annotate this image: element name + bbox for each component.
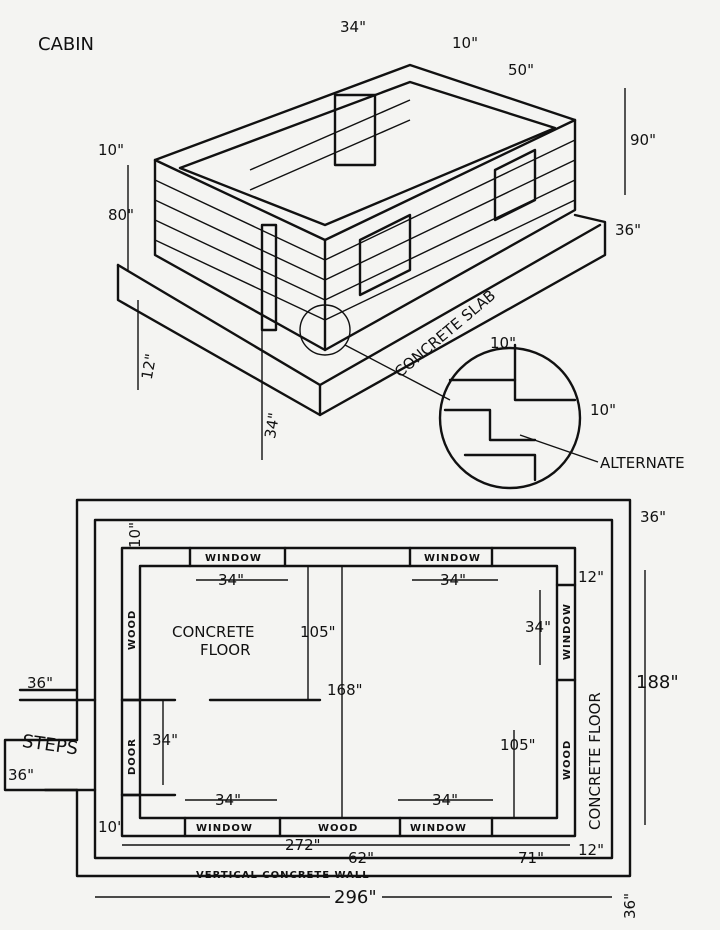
window-bottom-right: WINDOW [410, 823, 467, 834]
detail-callout: ALTERNATE [600, 454, 685, 472]
dim-slab-height: 12" [138, 352, 160, 381]
slab-label: CONCRETE SLAB [391, 286, 499, 381]
floor-label-line2: FLOOR [200, 641, 251, 659]
dim-slab-overhang: 36" [615, 221, 641, 239]
concrete-slab [116, 213, 607, 417]
dim-interior-depth: 168" [327, 681, 363, 699]
right-floor-label: CONCRETE FLOOR [586, 692, 604, 830]
window-top-right: WINDOW [424, 553, 481, 564]
dim-win-top-left: 34" [218, 571, 244, 589]
window-right: WINDOW [562, 603, 573, 660]
dim-win-right: 34" [525, 618, 551, 636]
dim-right-bottom: 12" [578, 841, 604, 859]
dim-right-log: 12" [578, 568, 604, 586]
log-courses [154, 99, 576, 321]
joint-detail-circle [438, 346, 582, 490]
dim-overall-depth: 188" [636, 672, 679, 693]
back-window [333, 93, 377, 167]
dim-bottom-right: 36" [621, 893, 639, 919]
dim-win-bottom-left: 34" [215, 791, 241, 809]
dim-win-bottom-right: 34" [432, 791, 458, 809]
window-bottom-left: WINDOW [196, 823, 253, 834]
front-window [358, 213, 412, 297]
floor-plan: 36" STEPS 36" WINDOW WINDOW WINDOW WINDO… [3, 498, 679, 919]
window-top-left: WINDOW [205, 553, 262, 564]
wood-bottom: WOOD [318, 823, 358, 834]
title: CABIN [38, 34, 94, 55]
dim-wall-height: 90" [630, 131, 656, 149]
detail-dim-right: 10" [590, 401, 616, 419]
dim-right-corner: 71" [518, 849, 544, 867]
floor-label-line1: CONCRETE [172, 623, 255, 641]
dim-center-wood: 62" [348, 849, 374, 867]
dim-win-top-right: 34" [440, 571, 466, 589]
wall-label: VERTICAL CONCRETE WALL [196, 870, 370, 881]
log-wall-inner [138, 564, 559, 820]
log-wall-outer [120, 546, 577, 838]
dim-door: 34" [152, 731, 178, 749]
door-post [260, 223, 278, 332]
detail-dim-top: 10" [490, 334, 516, 352]
dim-door-width: 34" [261, 411, 283, 440]
wood-right: WOOD [562, 740, 573, 780]
dim-steps-depth: 36" [8, 766, 34, 784]
dim-depth-left: 105" [300, 623, 336, 641]
dim-overall-width: 296" [334, 887, 377, 908]
door-label: DOOR [127, 738, 138, 775]
dim-depth-right: 105" [500, 736, 536, 754]
dim-window-width: 34" [340, 18, 366, 36]
isometric-cabin: 34" 10" 50" 90" 10" 80" 36" 12" 34" CONC… [98, 18, 685, 490]
dim-wall-thickness-left: 10" [98, 141, 124, 159]
side-window [493, 148, 537, 222]
dim-window-height: 50" [508, 61, 534, 79]
dim-bottom-log: 10" [98, 818, 124, 836]
joint-detail [443, 343, 577, 482]
dim-top-right: 36" [640, 508, 666, 526]
log-walls [153, 63, 577, 352]
dim-steps-width: 36" [27, 674, 53, 692]
wood-left: WOOD [127, 610, 138, 650]
outer-concrete-wall [75, 498, 632, 878]
dim-top-log: 10" [126, 522, 144, 548]
steps [3, 688, 97, 792]
steps-label: STEPS [21, 731, 79, 760]
dim-wall-thickness-top: 10" [452, 34, 478, 52]
dim-interior-width: 272" [285, 836, 321, 854]
dim-window-sill: 80" [108, 206, 134, 224]
detail-marker [299, 304, 351, 356]
